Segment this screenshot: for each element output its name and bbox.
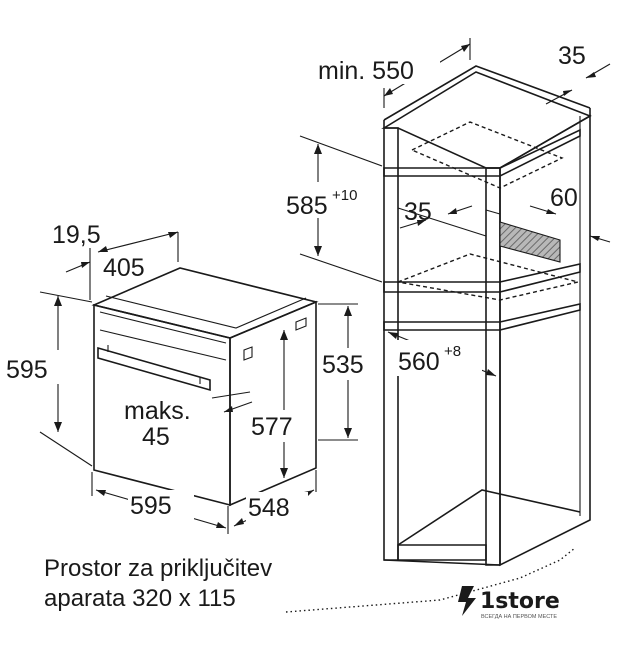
label-backdrop [250, 410, 312, 442]
cabinet-bottom-front [397, 544, 487, 561]
arrow-head [486, 369, 496, 376]
lightning-icon [458, 586, 476, 616]
label-560: 560 [398, 348, 440, 376]
oven-top-trim [99, 311, 227, 344]
arrow-head [546, 209, 556, 214]
cabinet-middle-shelf [383, 263, 581, 293]
dim-ext-line [39, 291, 93, 303]
arrow-head [314, 246, 322, 256]
label-backdrop [316, 54, 440, 84]
arrow-head [81, 262, 90, 268]
arrow-head [280, 330, 288, 340]
arrow-head [417, 220, 426, 226]
arrow-head [224, 406, 233, 412]
arrow-head [344, 306, 352, 316]
cabinet-base-line [383, 559, 501, 566]
label-backdrop [4, 350, 88, 384]
arrow-head [98, 246, 108, 252]
label-585: 585 [286, 192, 328, 220]
label-548: 548 [248, 494, 290, 522]
label-maks: maks. [124, 397, 191, 425]
label-35-vent: 35 [404, 198, 432, 226]
label-backdrop [282, 182, 380, 218]
cabinet-upper-shelf [383, 128, 581, 177]
arrow-head [448, 208, 457, 214]
label-19-5: 19,5 [52, 221, 101, 249]
label-35-top: 35 [558, 42, 586, 70]
cabinet-hidden-top-shelf [410, 121, 564, 189]
oven-drawing: 19,5 405 595 535 577 maks. 45 [4, 221, 380, 534]
arrow-head [54, 296, 62, 306]
dim-ext-line [299, 135, 383, 167]
arrow-head [234, 518, 244, 526]
label-60: 60 [550, 184, 578, 212]
cabinet-vent-line [397, 207, 487, 237]
arrow-head [216, 522, 226, 528]
cabinet-vent-line [485, 209, 501, 215]
cabinet-hidden-shelf [395, 253, 579, 301]
cabinet-vent-hatch [499, 221, 561, 263]
label-535: 535 [322, 351, 364, 379]
arrow-head [586, 72, 596, 78]
label-405: 405 [103, 254, 145, 282]
arrow-head [388, 332, 398, 339]
cabinet-left-post [383, 127, 399, 561]
oven-side-face [229, 300, 317, 507]
cabinet-top-edge [383, 65, 591, 121]
label-577: 577 [251, 413, 293, 441]
brand-tagline: ВСЕГДА НА ПЕРВОМ МЕСТЕ [481, 614, 557, 620]
brand-name: 1store [480, 589, 560, 614]
cabinet-drawing: min. 550 35 585 +10 35 60 560 +8 [282, 38, 611, 567]
label-595-width: 595 [130, 492, 172, 520]
arrow-head [54, 422, 62, 432]
arrow-head [461, 44, 470, 52]
arrow-head [96, 490, 106, 496]
arrow-head [280, 468, 288, 478]
cabinet-right-side [499, 114, 591, 567]
arrow-head [590, 236, 600, 241]
arrow-head [168, 232, 178, 238]
arrow-head [344, 428, 352, 438]
oven-rear-bracket [295, 317, 307, 331]
label-560-tolerance: +8 [444, 343, 461, 360]
label-backdrop [120, 395, 200, 449]
cabinet-bottom-back [397, 489, 581, 546]
label-min-550: min. 550 [318, 57, 414, 85]
label-backdrop [318, 348, 380, 380]
label-backdrop [396, 340, 482, 376]
oven-side-bracket [243, 346, 253, 361]
cabinet-lower-shelf [383, 303, 581, 331]
brand-logo: 1store ВСЕГДА НА ПЕРВОМ МЕСТЕ [458, 586, 560, 620]
oven-front-trim [99, 329, 227, 361]
label-585-tolerance: +10 [332, 187, 357, 204]
label-595-height: 595 [6, 356, 48, 384]
caption-line-1: Prostor za priključitev [44, 555, 272, 582]
label-backdrop [246, 492, 308, 524]
oven-handle [97, 346, 211, 392]
label-backdrop [128, 490, 194, 522]
arrow-head [563, 90, 572, 96]
dim-ext-line [211, 391, 251, 399]
cabinet-right-post [485, 167, 501, 566]
arrow-head [384, 88, 393, 96]
cabinet-top [381, 71, 592, 169]
arrow-head [314, 144, 322, 154]
label-45: 45 [142, 423, 170, 451]
dim-ext-line [299, 253, 383, 283]
dim-ext-line [39, 431, 93, 467]
dim-405-line [97, 231, 179, 253]
caption-line-2: aparata 320 x 115 [44, 585, 236, 612]
oven-top-rim [105, 295, 307, 329]
